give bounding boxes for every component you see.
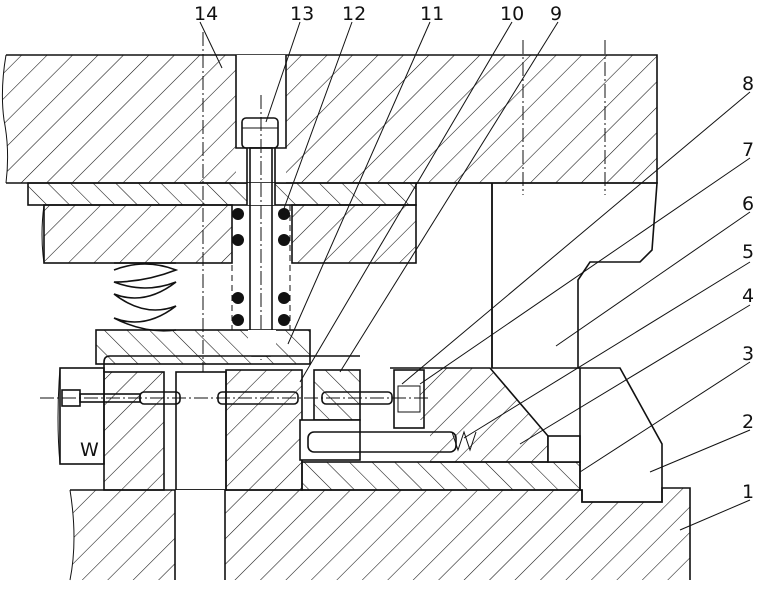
return-spring-part-5	[307, 430, 477, 453]
label-part-11: 11	[420, 3, 444, 25]
label-part-2: 2	[742, 411, 754, 433]
label-part-8: 8	[742, 73, 754, 95]
label-part-13: 13	[290, 3, 314, 25]
center-die-block	[175, 369, 303, 491]
label-part-1: 1	[742, 481, 754, 503]
pad-spring-w: W	[80, 439, 99, 461]
label-part-3: 3	[742, 343, 754, 365]
left-guide-block	[59, 355, 360, 491]
label-part-12: 12	[342, 3, 366, 25]
part-labels: 14 13 12 11 10 9 8 7 6 5 4 3 2 1	[194, 3, 754, 503]
label-part-9: 9	[550, 3, 562, 25]
label-part-6: 6	[742, 193, 754, 215]
label-part-10: 10	[500, 3, 524, 25]
center-lines	[202, 32, 606, 580]
label-part-7: 7	[742, 139, 754, 161]
upper-holder-left	[43, 204, 233, 264]
cam-support-part-2	[578, 367, 663, 503]
upper-backing-plate	[27, 182, 417, 206]
small-spring-part-12	[231, 205, 291, 330]
spring-label: W	[80, 439, 99, 461]
large-coil-spring	[113, 262, 179, 332]
label-part-14: 14	[194, 3, 218, 25]
label-part-4: 4	[742, 285, 754, 307]
cam-driver-wedge	[416, 182, 658, 369]
horizontal-pins	[40, 389, 430, 407]
leader-lines	[199, 21, 751, 531]
stripper-plate-part-11	[95, 329, 311, 365]
left-edge-break	[41, 204, 61, 465]
lower-die-plate-part-1	[69, 487, 691, 581]
upper-die-plate	[1, 54, 658, 184]
slide-block-part-9	[299, 369, 361, 461]
upper-holder-right	[291, 204, 417, 264]
label-part-5: 5	[742, 241, 754, 263]
